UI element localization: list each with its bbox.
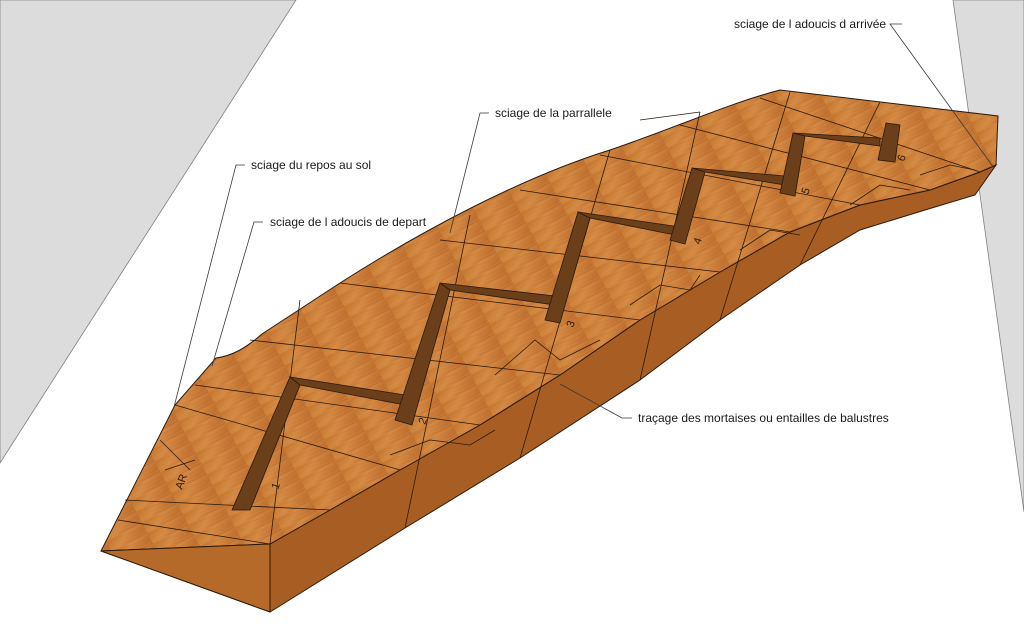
label-adoucis-arrivee: sciage de l adoucis d arrivée (734, 17, 886, 31)
leader-lines (173, 23, 995, 419)
housing-6 (877, 122, 901, 163)
step-number-1: 1 (270, 481, 283, 491)
label-repos-au-sol: sciage du repos au sol (251, 158, 371, 172)
panel-seams (117, 91, 981, 545)
label-parrallele: sciage de la parrallele (495, 106, 612, 120)
step-number-2: 2 (417, 416, 430, 426)
step-number-6: 6 (896, 153, 909, 163)
baluster-tracings (159, 164, 976, 471)
left-wall (0, 0, 297, 464)
step-number-4: 4 (692, 236, 705, 246)
step-number-3: 3 (565, 319, 578, 329)
step-number-5: 5 (800, 186, 813, 196)
label-mortaises: traçage des mortaises ou entailles de ba… (638, 411, 889, 425)
stringer-end-face (100, 543, 271, 613)
label-adoucis-depart: sciage de l adoucis de depart (270, 215, 427, 229)
reference-mark: AR (174, 473, 191, 492)
step-housings (231, 122, 901, 511)
housing-5-tread (792, 132, 881, 147)
right-wall (952, 0, 1024, 513)
